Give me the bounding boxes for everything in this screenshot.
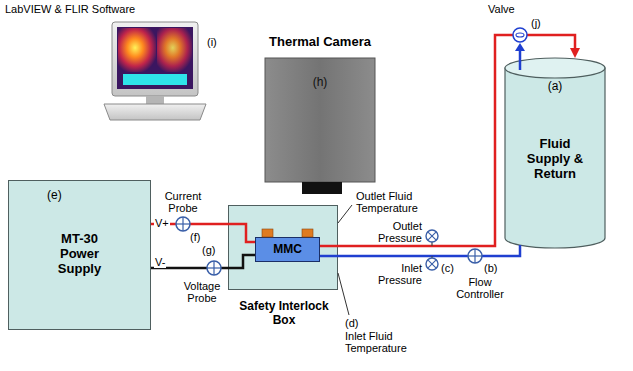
negative-wire [151,255,255,268]
screen-panel [123,74,187,85]
supply-label: MT-30 Power Supply [42,231,117,276]
leader-line [338,273,349,315]
monitor-bezel [112,22,198,96]
probe-label: Voltage Probe [180,280,224,304]
power-supply: (e) MT-30 Power Supply [8,180,151,330]
pressure-gauge-symbol [428,232,436,240]
current-probe-symbol [176,217,190,231]
part-label: Valve [488,3,515,15]
terminal-label: V+ [154,217,170,229]
thermal-image [118,28,156,72]
callout-number: (f) [190,231,200,243]
part-label: Flow Controller [452,276,508,300]
thermal-camera: Thermal Camera (h) [262,36,378,182]
valve-symbol [513,28,527,42]
keyboard [104,104,206,120]
computer-monitor: LabVIEW & FLIR Software (i) [4,2,229,127]
camera-body [265,58,375,182]
callout-number: (j) [531,17,541,29]
monitor-screen [117,27,193,89]
pressure-gauge-symbol [428,232,436,240]
mmc-device: MMC [255,237,320,262]
pressure-gauge-symbol [426,230,438,242]
reservoir-label: Fluid Supply & Return [517,136,593,181]
voltage-probe-symbol [207,261,221,275]
thermal-image [157,28,192,72]
interlock-box: Safety Interlock BoxMMC [228,205,338,290]
outlet-line [320,35,575,246]
leader-line [338,205,352,223]
flow-controller-symbol [474,249,475,263]
pressure-gauge-symbol [426,258,438,270]
callout-number: (a) [505,80,605,92]
tank-body [505,68,605,248]
callout-number: (h) [302,76,338,88]
callout-number: (i) [207,36,217,48]
inlet-line [320,245,520,256]
software-title: LabVIEW & FLIR Software [5,3,135,15]
flow-arrowhead [515,43,525,51]
callout-number: (b) [484,262,497,274]
flow-controller-symbol [468,249,482,263]
pressure-gauge-symbol [428,260,436,268]
box-label: Safety Interlock Box [229,299,339,327]
valve-symbol [516,33,524,37]
sensor-label: Outlet Fluid Temperature [356,190,436,214]
sensor-label: Inlet Pressure [376,262,422,286]
callout-number: (e) [47,189,62,201]
callout-number: (d) [345,317,358,329]
voltage-probe-symbol [213,261,214,275]
current-probe-symbol [182,217,183,231]
callout-number: (c) [441,262,454,274]
pressure-gauge-symbol [428,260,436,268]
terminal-label: V- [154,256,166,268]
camera-label: Thermal Camera [262,36,378,48]
outlet-line-arrowhead [570,48,580,58]
sensor-label: Outlet Pressure [376,220,422,244]
sensor-label: Inlet Fluid Temperature [345,330,417,354]
return-pipe [519,50,522,70]
device-label: MMC [256,238,319,261]
electrode-pad [262,229,273,237]
electrode-pad [302,229,313,237]
fluid-reservoir: (a) Fluid Supply & Return [505,58,605,248]
camera-lens [302,182,342,194]
callout-number: (g) [202,244,215,256]
probe-label: Current Probe [158,190,208,214]
monitor-stand [146,96,164,104]
